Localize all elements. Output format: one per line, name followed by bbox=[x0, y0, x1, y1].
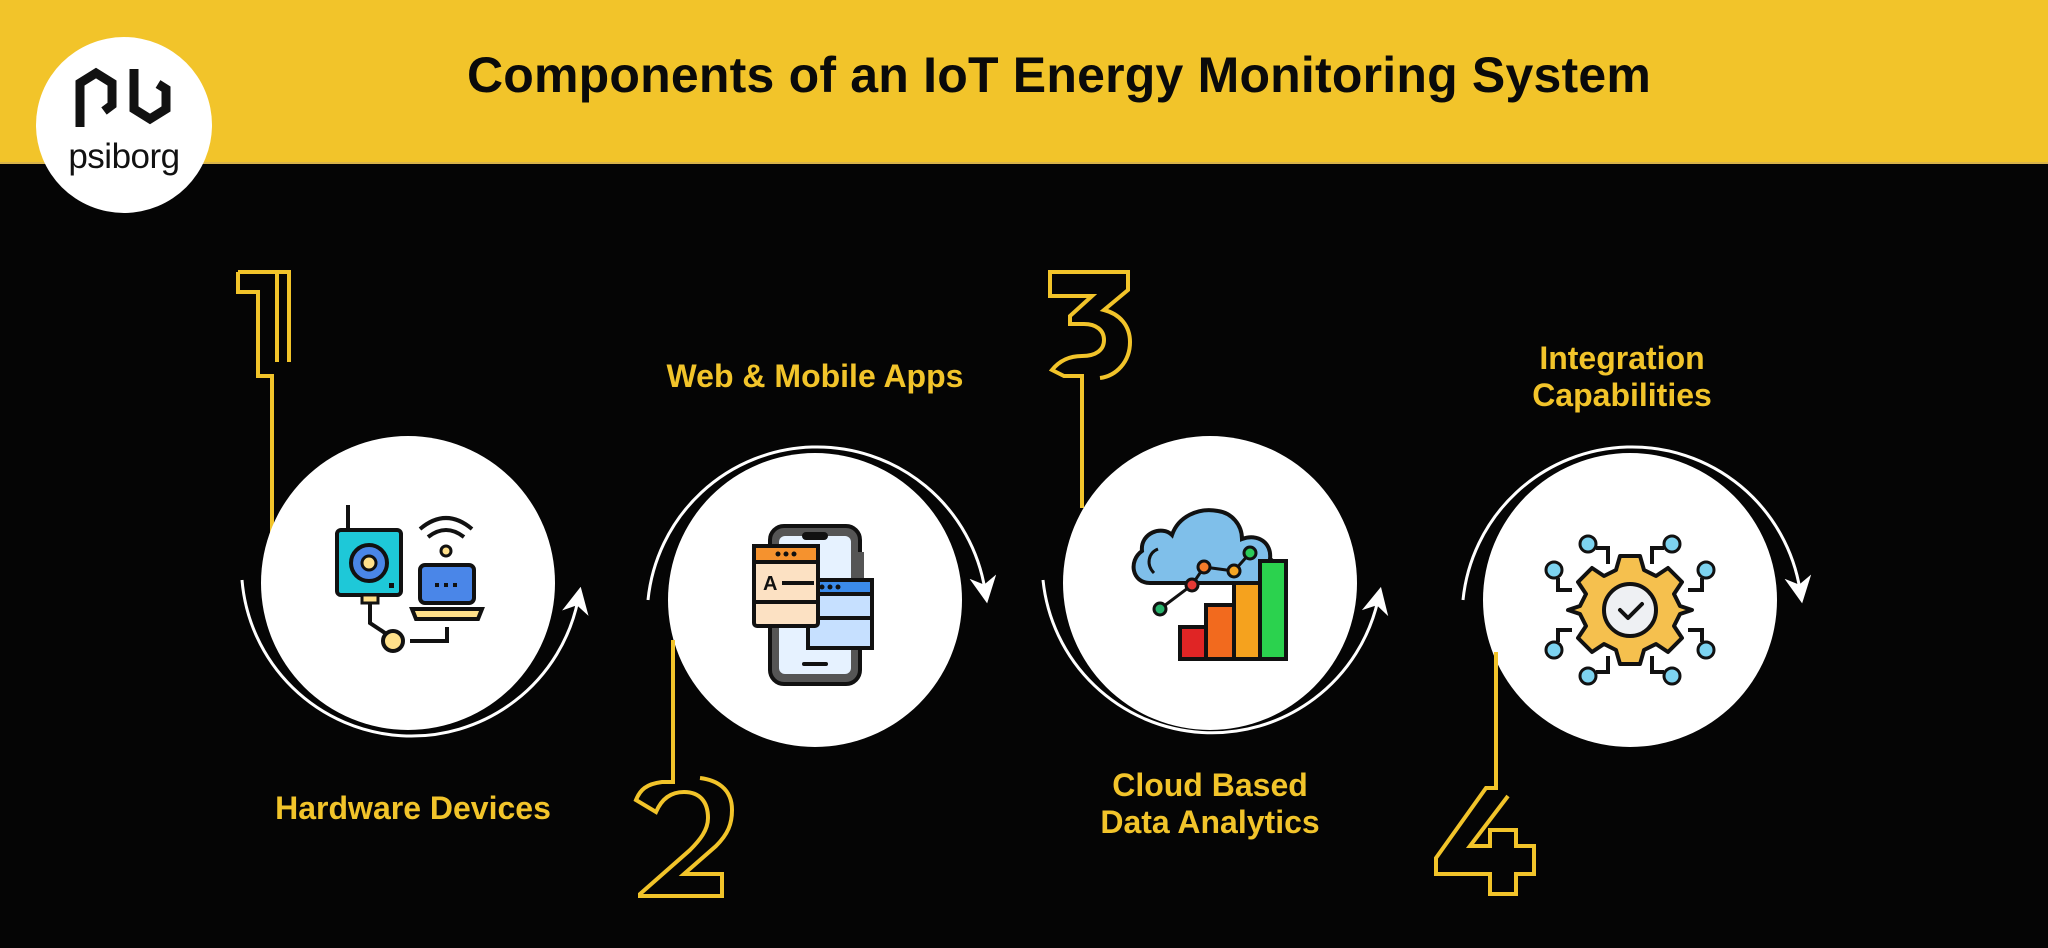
step-1-cycle-arrow bbox=[240, 579, 589, 738]
step-3-label-line-2: Data Analytics bbox=[1100, 804, 1320, 840]
page-title: Components of an IoT Energy Monitoring S… bbox=[466, 47, 1652, 103]
number-3-outline bbox=[1048, 270, 1133, 508]
step-1-label: Hardware Devices bbox=[275, 790, 551, 826]
step-4-cycle-arrow bbox=[1461, 445, 1812, 604]
step-3-label: Cloud Based Data Analytics bbox=[1060, 767, 1360, 841]
step-1-circle bbox=[261, 436, 555, 730]
cloud-analytics-chart-icon bbox=[1131, 508, 1288, 661]
number-2-outline bbox=[633, 640, 735, 898]
header-band bbox=[0, 0, 2048, 164]
step-3-cycle-arrow bbox=[1041, 579, 1389, 735]
iot-hardware-device-icon bbox=[335, 505, 485, 653]
step-3-label-line-1: Cloud Based bbox=[1112, 767, 1308, 803]
psiborg-logo: psiborg bbox=[36, 37, 212, 213]
step-2: A bbox=[633, 445, 997, 898]
mobile-web-app-icon: A bbox=[752, 524, 874, 686]
logo-wordmark: psiborg bbox=[68, 137, 180, 176]
step-4-label: Integration Capabilities bbox=[1470, 340, 1774, 414]
step-2-cycle-arrow bbox=[646, 445, 997, 604]
number-4-outline bbox=[1434, 652, 1536, 896]
number-1-outline bbox=[236, 270, 291, 533]
svg-text:A: A bbox=[763, 573, 777, 595]
step-3 bbox=[1041, 270, 1389, 735]
step-2-label: Web & Mobile Apps bbox=[666, 358, 964, 394]
pb-monogram-icon bbox=[75, 67, 171, 127]
step-4-label-line-1: Integration bbox=[1539, 340, 1705, 376]
step-4-label-line-2: Capabilities bbox=[1532, 377, 1712, 413]
step-4 bbox=[1434, 445, 1812, 896]
step-1 bbox=[236, 270, 589, 738]
gear-integration-icon bbox=[1544, 534, 1716, 686]
